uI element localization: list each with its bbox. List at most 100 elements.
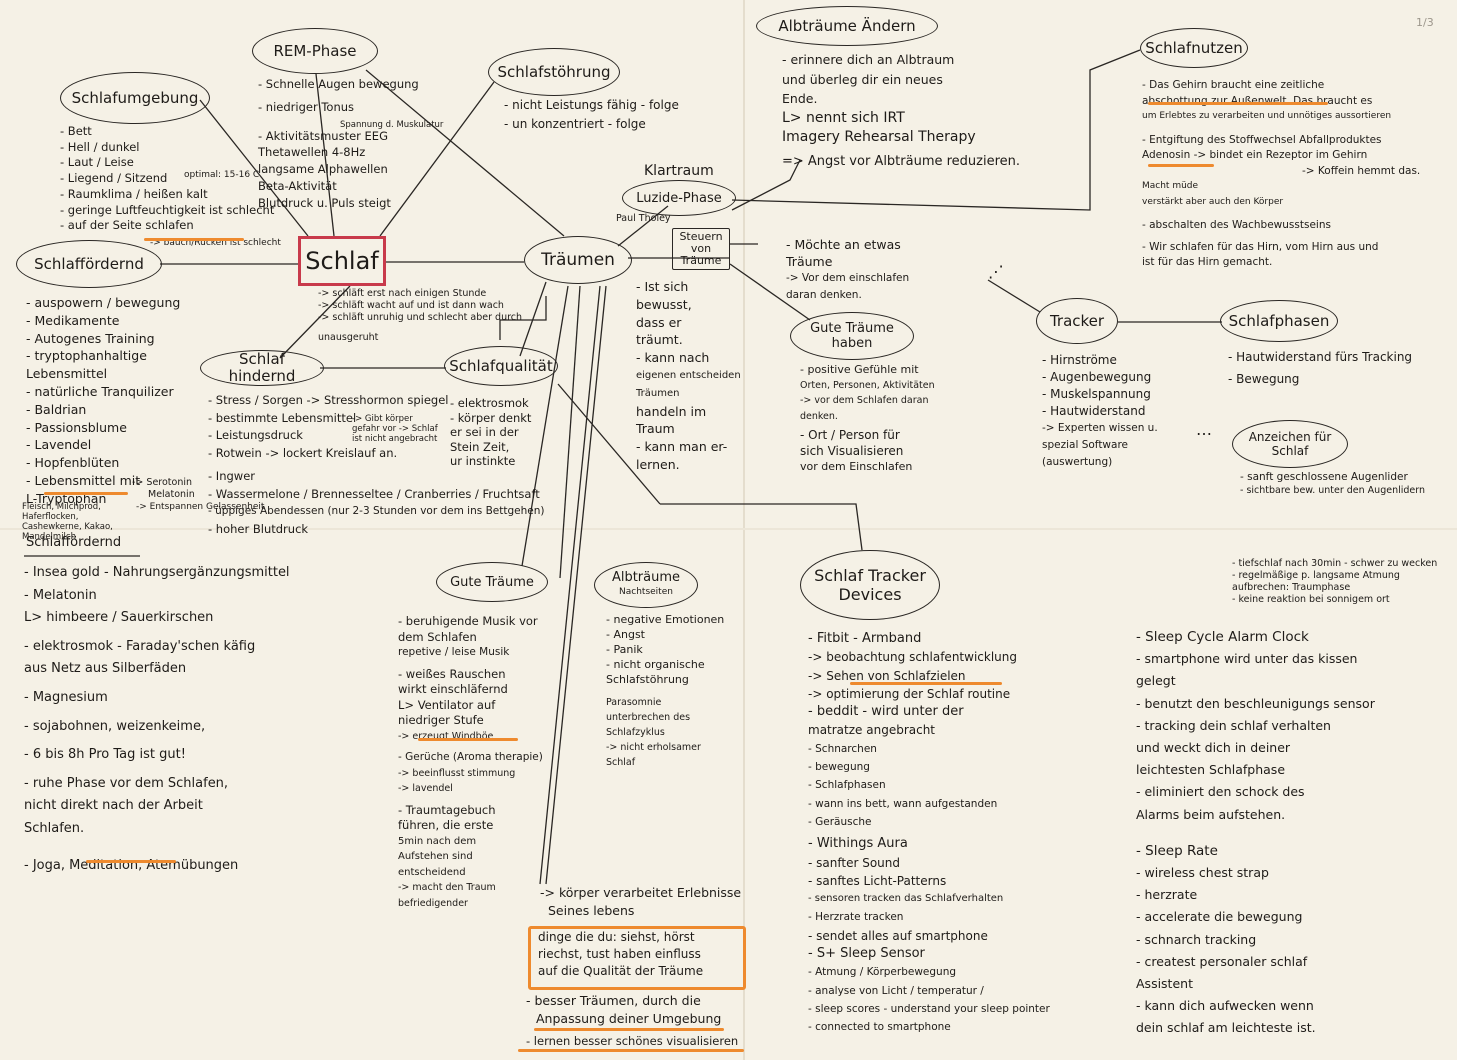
devices-list-2: - Sleep Cycle Alarm Clock - smartphone w… bbox=[1136, 626, 1375, 1040]
list-item: - sanft geschlossene Augenlider bbox=[1240, 471, 1408, 483]
list-item: - Aktivitätsmuster EEG bbox=[258, 128, 388, 143]
note-koerper: -> körper verarbeitet Erlebnisse bbox=[540, 885, 742, 900]
list-item: Lebensmittel bbox=[26, 366, 108, 382]
list-item: wirkt einschläfernd bbox=[398, 682, 508, 696]
list-item: - sleep scores - understand your sleep p… bbox=[808, 1002, 1050, 1015]
list-item: - Melatonin bbox=[24, 587, 97, 603]
list-item: - kann nach bbox=[636, 350, 710, 366]
list-item: - sendet alles auf smartphone bbox=[808, 928, 988, 943]
link-rem-traeumen bbox=[365, 69, 565, 237]
list-item: nicht direkt nach der Arbeit bbox=[24, 798, 203, 814]
note-hindernd-gefahr: -> Gibt körper gefahr vor -> Schlaf ist … bbox=[352, 414, 438, 444]
list-item: - Hirnströme bbox=[1042, 353, 1117, 367]
list-item: - sichtbare bew. unter den Augenlidern bbox=[1240, 485, 1426, 496]
qualitaet-list: - elektrosmok - körper denkt er sei in d… bbox=[450, 396, 531, 469]
list-item: lernen. bbox=[636, 456, 680, 472]
link-rem bbox=[315, 73, 335, 237]
list-item: befriedigender bbox=[398, 897, 468, 909]
highlight-anpassung bbox=[534, 1028, 724, 1031]
center-note: -> schläft wacht auf und ist dann wach bbox=[318, 300, 504, 311]
devices-list-1: - Fitbit - Armband -> beobachtung schlaf… bbox=[808, 630, 1050, 1037]
list-item: - sanftes Licht-Patterns bbox=[808, 873, 947, 888]
node-albtraeume-aendern: Albträume Ändern bbox=[756, 6, 938, 46]
list-item: - tryptophanhaltige bbox=[26, 348, 147, 364]
list-item: - niedriger Tonus bbox=[258, 99, 355, 114]
list-item: -> nicht erholsamer bbox=[606, 742, 701, 753]
list-item: -> Koffein hemmt das. bbox=[1302, 164, 1421, 177]
list-item: - Wassermelone / Brennesseltee / Cranber… bbox=[208, 486, 540, 501]
list-item: repetive / leise Musik bbox=[398, 646, 510, 658]
list-item: - Magnesium bbox=[24, 689, 108, 705]
list-item: ur instinkte bbox=[450, 454, 516, 468]
list-item: spezial Software bbox=[1042, 439, 1128, 451]
link-traeumen-qualitaet bbox=[519, 281, 547, 357]
list-item: - Hautwiderstand bbox=[1042, 404, 1146, 418]
list-item: - herzrate bbox=[1136, 887, 1198, 903]
list-item: Beta-Aktivität bbox=[258, 178, 337, 193]
list-item: Aufstehen sind bbox=[398, 851, 473, 862]
list-item: -> beobachtung schlafentwicklung bbox=[808, 650, 1017, 665]
note-entspannen: -> Entspannen Gelassenheit bbox=[136, 502, 265, 512]
list-item: - Bewegung bbox=[1228, 372, 1300, 386]
list-item: - auf der Seite schlafen bbox=[60, 218, 194, 233]
list-item: - sensoren tracken das Schlafverhalten bbox=[808, 893, 1004, 905]
link-stoerung bbox=[379, 81, 495, 237]
list-item: - weißes Rauschen bbox=[398, 666, 506, 681]
list-item: - Angst bbox=[606, 628, 645, 641]
node-tracker: Tracker bbox=[1036, 298, 1118, 344]
list-item: - regelmäßige p. langsame Atmung bbox=[1232, 570, 1400, 581]
link-traeumen-koerper2 bbox=[545, 285, 607, 885]
highlight-ventilator bbox=[418, 738, 518, 741]
list-item: - Schnarchen bbox=[808, 742, 877, 755]
list-item: - Passionsblume bbox=[26, 419, 127, 435]
list-item: - Möchte an etwas bbox=[786, 237, 901, 252]
note-koerper-2: Seines lebens bbox=[548, 903, 635, 918]
heading-klartraum: Klartraum bbox=[644, 163, 714, 179]
note-lernen: - lernen besser schönes visualisieren bbox=[526, 1034, 739, 1048]
list-item: - Das Gehirn braucht eine zeitliche bbox=[1142, 79, 1325, 91]
list-item: - Hopfenblüten bbox=[26, 455, 120, 471]
list-item: - elektrosmok - Faraday'schen käfig bbox=[24, 638, 256, 654]
gute-traeume-list: - beruhigende Musik vor dem Schlafen rep… bbox=[398, 614, 543, 911]
ellipsis-dots-2: … bbox=[1196, 420, 1215, 439]
list-item: daran denken. bbox=[786, 289, 862, 301]
list-item: - Geräusche bbox=[808, 815, 872, 828]
note-optimal-temp: optimal: 15-16 C bbox=[184, 170, 260, 180]
schlaffoerdernd-list: - auspowern / bewegung - Medikamente - A… bbox=[26, 294, 180, 508]
schlafstoerung-list: - nicht Leistungs fähig - folge - un kon… bbox=[504, 96, 679, 134]
center-note: -> schläft erst nach einigen Stunde bbox=[318, 288, 487, 299]
list-item: Traum bbox=[636, 421, 675, 437]
list-item: - erinnere dich an Albtraum bbox=[782, 52, 955, 67]
list-item: - keine reaktion bei sonnigem ort bbox=[1232, 594, 1390, 605]
steuern-list: - Möchte an etwas Träume -> Vor dem eins… bbox=[786, 236, 909, 304]
list-item: - bestimmte Lebensmittel bbox=[208, 410, 357, 425]
node-schlafphasen: Schlafphasen bbox=[1220, 300, 1338, 342]
schlafphasen-list: - Hautwiderstand fürs Tracking - Bewegun… bbox=[1228, 346, 1412, 390]
list-item: - natürliche Tranquilizer bbox=[26, 383, 174, 399]
list-item: eigenen entscheiden bbox=[636, 369, 741, 381]
list-item: aus Netz aus Silberfäden bbox=[24, 661, 187, 677]
list-item: - Lavendel bbox=[26, 437, 92, 453]
link-traeumen-gute bbox=[521, 285, 569, 567]
list-item: Imagery Rehearsal Therapy bbox=[782, 129, 976, 145]
list-item: - Augenbewegung bbox=[1042, 370, 1152, 384]
list-item: - Schlafphasen bbox=[808, 779, 886, 792]
list-item: - Medikamente bbox=[26, 312, 120, 328]
link-devices-arm bbox=[660, 503, 863, 551]
gute-haben-list: - positive Gefühle mit Orten, Personen, … bbox=[800, 362, 935, 475]
list-item: - Sleep Cycle Alarm Clock bbox=[1136, 629, 1309, 645]
list-item: -> Vor dem einschlafen bbox=[786, 272, 910, 284]
list-item: -> lavendel bbox=[398, 783, 453, 794]
list-item: - üppiges Abendessen (nur 2-3 Stunden vo… bbox=[208, 505, 545, 517]
list-item: - tiefschlaf nach 30min - schwer zu weck… bbox=[1232, 558, 1438, 569]
list-item: Alarms beim aufstehen. bbox=[1136, 806, 1286, 822]
list-item: Macht müde bbox=[1142, 181, 1199, 191]
list-item: - Withings Aura bbox=[808, 836, 908, 852]
list-item: L> Ventilator auf bbox=[398, 697, 496, 712]
note-besser-1: - besser Träumen, durch die bbox=[526, 993, 701, 1008]
albtraeume-title: Albträume bbox=[611, 570, 681, 585]
list-item: - Sleep Rate bbox=[1136, 842, 1218, 859]
link-traeumen-albtraeume bbox=[559, 285, 581, 579]
link-traeumen-koerper bbox=[539, 285, 601, 885]
